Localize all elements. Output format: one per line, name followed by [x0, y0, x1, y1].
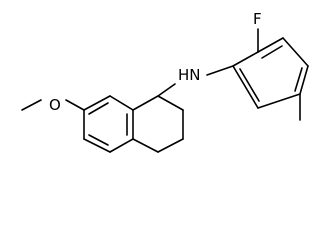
bond-c7-c8 — [83, 95, 111, 111]
amine-label: HN — [178, 66, 201, 84]
bond-c8a-c1 — [132, 95, 159, 111]
aromatic-ring-left — [83, 95, 134, 153]
bond-c7-o — [65, 99, 85, 111]
bond-r6-r1 — [232, 65, 259, 109]
bond-c1-n — [157, 83, 176, 97]
bond-r2-r3 — [257, 37, 284, 53]
double-bond-r2-r3 — [261, 45, 283, 59]
bond-r1-r2 — [232, 51, 259, 67]
bond-c3-c4 — [157, 138, 184, 153]
oxygen-label: O — [49, 96, 61, 114]
saturated-ring — [132, 95, 184, 153]
bond-c8-c8a — [109, 95, 134, 111]
double-bond-r6-r1 — [239, 68, 260, 102]
bond-c4-c4a — [132, 138, 159, 153]
double-bond-c7-c8 — [88, 102, 109, 115]
molecule-drawing: O HN F — [21, 10, 309, 153]
bond-c4a-c5 — [109, 138, 134, 153]
amine-linker: HN — [157, 65, 234, 97]
bond-n-aryl — [206, 65, 234, 76]
fluorine-label: F — [253, 10, 262, 28]
bond-c1-c2 — [157, 95, 184, 111]
double-bond-c5-c6 — [88, 134, 109, 146]
bond-r5-r6 — [257, 93, 301, 109]
aromatic-ring-right — [232, 37, 309, 109]
fluoro-group: F — [253, 10, 262, 53]
bond-o-ch3 — [21, 99, 42, 111]
bond-c5-c6 — [83, 138, 111, 153]
bond-r3-r4 — [282, 37, 309, 67]
double-bond-r4-r5 — [294, 67, 303, 92]
structure-canvas: O HN F — [21, 10, 309, 153]
methoxy-group: O — [21, 96, 85, 114]
bond-r4-r5 — [299, 65, 309, 95]
